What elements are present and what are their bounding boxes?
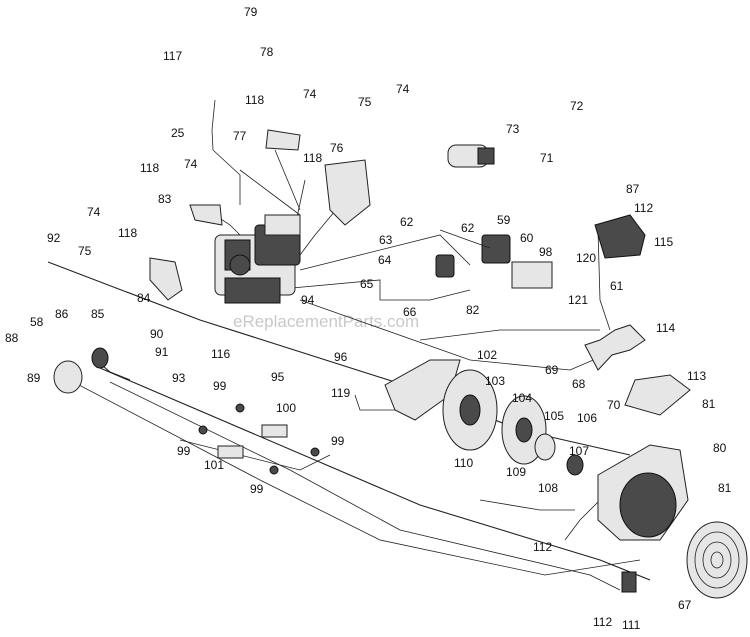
callout-label: 110 bbox=[454, 456, 473, 470]
callout-label: 75 bbox=[358, 95, 372, 109]
callout-label: 80 bbox=[713, 441, 727, 455]
callout-label: 121 bbox=[568, 293, 588, 307]
callout-label: 101 bbox=[204, 458, 224, 472]
callout-label: 104 bbox=[512, 391, 532, 405]
callout-label: 100 bbox=[276, 401, 296, 415]
callout-label: 94 bbox=[301, 293, 315, 307]
flywheel-assembly bbox=[384, 359, 584, 476]
callout-label: 69 bbox=[545, 363, 559, 377]
callout-label: 61 bbox=[610, 279, 624, 293]
callout-label: 105 bbox=[544, 409, 564, 423]
callout-label: 74 bbox=[184, 157, 198, 171]
callout-label: 66 bbox=[403, 305, 417, 319]
callout-label: 59 bbox=[497, 213, 511, 227]
callout-label: 118 bbox=[303, 151, 322, 165]
engine-block bbox=[214, 214, 301, 304]
callout-label: 63 bbox=[379, 233, 393, 247]
callout-label: 81 bbox=[718, 481, 732, 495]
callout-label: 112 bbox=[533, 540, 552, 554]
callout-label: 93 bbox=[172, 371, 186, 385]
callout-label: 107 bbox=[569, 444, 589, 458]
callout-label: 116 bbox=[211, 347, 230, 361]
callout-label: 72 bbox=[570, 99, 584, 113]
callout-label: 99 bbox=[250, 482, 264, 496]
exhaust-pipe bbox=[584, 324, 691, 416]
callout-label: 91 bbox=[155, 345, 169, 359]
callout-label: 96 bbox=[334, 350, 348, 364]
control-bracket bbox=[149, 129, 371, 301]
callout-label: 90 bbox=[150, 327, 164, 341]
callout-label: 86 bbox=[55, 307, 69, 321]
callout-label: 114 bbox=[656, 321, 675, 335]
callout-label: 112 bbox=[634, 201, 653, 215]
callout-label: 60 bbox=[520, 231, 534, 245]
callout-label: 87 bbox=[626, 182, 640, 196]
callout-label: 62 bbox=[461, 221, 475, 235]
callout-label: 68 bbox=[572, 377, 586, 391]
callout-label: 103 bbox=[485, 374, 505, 388]
callout-label: 112 bbox=[593, 615, 612, 629]
callout-label: 67 bbox=[678, 598, 692, 612]
fan-housing bbox=[597, 444, 689, 541]
callout-label: 108 bbox=[538, 481, 558, 495]
callout-label: 115 bbox=[654, 235, 673, 249]
callout-label: 118 bbox=[118, 226, 137, 240]
callout-label: 99 bbox=[177, 444, 191, 458]
callout-label: 95 bbox=[271, 370, 285, 384]
callout-label: 71 bbox=[540, 151, 554, 165]
callout-label: 85 bbox=[91, 307, 105, 321]
callout-label: 118 bbox=[140, 161, 159, 175]
watermark: eReplacementParts.com bbox=[233, 312, 419, 331]
callout-label: 25 bbox=[171, 126, 185, 140]
air-cleaner-cover bbox=[594, 214, 646, 259]
callout-label: 74 bbox=[303, 87, 317, 101]
callout-label: 102 bbox=[477, 348, 497, 362]
callout-label: 76 bbox=[330, 141, 344, 155]
callout-labels: 79 117 78 118 74 25 77 75 74 72 73 71 76… bbox=[5, 5, 732, 632]
callout-label: 99 bbox=[331, 434, 345, 448]
callout-label: 120 bbox=[576, 251, 596, 265]
callout-label: 78 bbox=[260, 45, 274, 59]
callout-label: 62 bbox=[400, 215, 414, 229]
callout-label: 74 bbox=[87, 205, 101, 219]
callout-label: 83 bbox=[158, 192, 172, 206]
callout-label: 81 bbox=[702, 397, 716, 411]
callout-label: 58 bbox=[30, 315, 44, 329]
callout-label: 70 bbox=[607, 398, 621, 412]
callout-label: 119 bbox=[331, 386, 350, 400]
callout-label: 88 bbox=[5, 331, 19, 345]
callout-label: 92 bbox=[47, 231, 61, 245]
callout-label: 65 bbox=[360, 277, 374, 291]
roller-and-mount bbox=[53, 347, 637, 593]
callout-label: 113 bbox=[687, 369, 706, 383]
callout-label: 64 bbox=[378, 253, 392, 267]
callout-label: 74 bbox=[396, 82, 410, 96]
callout-label: 99 bbox=[213, 379, 227, 393]
callout-label: 89 bbox=[27, 371, 41, 385]
callout-label: 117 bbox=[163, 49, 182, 63]
grill-guard bbox=[686, 521, 748, 599]
callout-label: 106 bbox=[577, 411, 597, 425]
callout-label: 109 bbox=[506, 465, 526, 479]
callout-label: 75 bbox=[78, 244, 92, 258]
callout-label: 98 bbox=[539, 245, 553, 259]
callout-label: 73 bbox=[506, 122, 520, 136]
callout-label: 118 bbox=[245, 93, 264, 107]
callout-label: 82 bbox=[466, 303, 480, 317]
callout-label: 79 bbox=[244, 5, 258, 19]
carburetor-assembly bbox=[435, 229, 553, 289]
starter-motor bbox=[447, 144, 495, 168]
callout-label: 84 bbox=[137, 291, 151, 305]
callout-label: 77 bbox=[233, 129, 247, 143]
callout-label: 111 bbox=[622, 618, 641, 632]
